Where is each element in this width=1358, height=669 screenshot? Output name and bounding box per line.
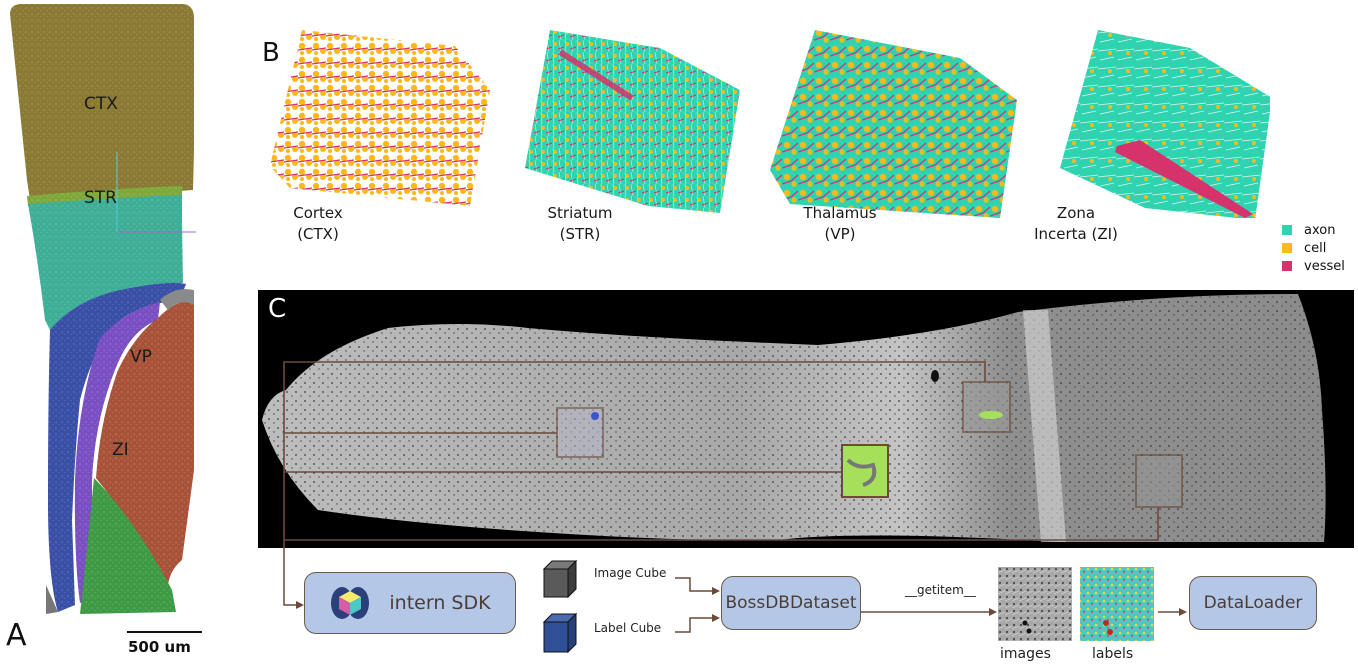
volume-name: Striatum — [547, 204, 613, 222]
axon-swatch-icon — [1282, 225, 1292, 235]
intern-brain-cube-icon — [331, 587, 370, 619]
labels-label: labels — [1092, 646, 1134, 662]
getitem-label: __getitem__ — [905, 583, 976, 597]
legend-label: cell — [1304, 240, 1327, 256]
volume-abbr: (VP) — [824, 225, 856, 243]
volume-abbr: (CTX) — [297, 225, 339, 243]
legend-item-axon: axon — [1282, 221, 1345, 239]
region-label-vp: VP — [130, 347, 152, 367]
region-label-str: STR — [84, 188, 117, 208]
volume-zona-incerta — [1060, 30, 1270, 218]
panel-letter-c: C — [268, 294, 287, 324]
volume-cortex — [270, 30, 490, 206]
region-label-ctx: CTX — [84, 94, 118, 114]
volume-label-zona-incerta: Zona Incerta (ZI) — [1030, 203, 1122, 245]
legend-item-vessel: vessel — [1282, 257, 1345, 275]
scale-bar-label: 500 um — [128, 638, 191, 656]
images-label: images — [1000, 646, 1051, 662]
segmented-brain-section — [10, 4, 196, 616]
sample-box-3[interactable] — [841, 444, 889, 498]
segmentation-volumes — [270, 30, 1270, 218]
volume-label-thalamus: Thalamus (VP) — [800, 203, 880, 245]
sample-box-1[interactable] — [556, 407, 604, 458]
volume-thalamus — [770, 30, 1017, 218]
legend-item-cell: cell — [1282, 239, 1345, 257]
legend-label: axon — [1304, 222, 1336, 238]
legend-label: vessel — [1304, 258, 1345, 274]
sample-box-4[interactable] — [1135, 454, 1183, 508]
volume-name: Thalamus — [803, 204, 877, 222]
pipeline-arrows — [283, 548, 1187, 633]
dataloader-box[interactable]: DataLoader — [1189, 576, 1317, 630]
cell-swatch-icon — [1282, 243, 1292, 253]
volume-abbr: Incerta (ZI) — [1034, 225, 1118, 243]
volume-label-striatum: Striatum (STR) — [545, 203, 615, 245]
segmentation-legend: axon cell vessel — [1282, 221, 1345, 275]
labels-thumbnail — [1080, 567, 1154, 641]
vessel-swatch-icon — [1282, 261, 1292, 271]
volume-label-cortex: Cortex (CTX) — [288, 203, 348, 245]
em-section-image — [262, 294, 1326, 560]
volume-abbr: (STR) — [559, 225, 601, 243]
panel-a-brain-section: CTX STR VP ZI — [0, 0, 260, 664]
panel-letter-a: A — [6, 618, 27, 653]
image-cube-icon — [542, 559, 578, 599]
large-vessel — [1115, 140, 1253, 218]
panel-c-em-section: C — [258, 290, 1354, 560]
region-label-zi: ZI — [112, 440, 129, 460]
image-cube-label: Image Cube — [594, 566, 667, 580]
volume-name: Cortex — [293, 204, 343, 222]
bossdb-dataset-box[interactable]: BossDBDataset — [721, 576, 861, 630]
dataloader-label: DataLoader — [1203, 593, 1303, 613]
intern-sdk-label: intern SDK — [389, 592, 491, 614]
panel-letter-b: B — [262, 38, 280, 68]
scale-bar — [127, 631, 202, 633]
connector-lines — [283, 361, 1159, 560]
intern-sdk-box[interactable]: intern SDK — [304, 572, 516, 634]
label-cube-label: Label Cube — [594, 621, 662, 635]
sample-thumbnails — [998, 567, 1154, 641]
sample-box-2[interactable] — [962, 381, 1011, 433]
volume-name: Zona — [1056, 204, 1096, 222]
volume-striatum — [525, 30, 740, 213]
images-thumbnail — [998, 567, 1072, 641]
bossdb-dataset-label: BossDBDataset — [725, 593, 857, 613]
label-cube-icon — [542, 612, 578, 654]
